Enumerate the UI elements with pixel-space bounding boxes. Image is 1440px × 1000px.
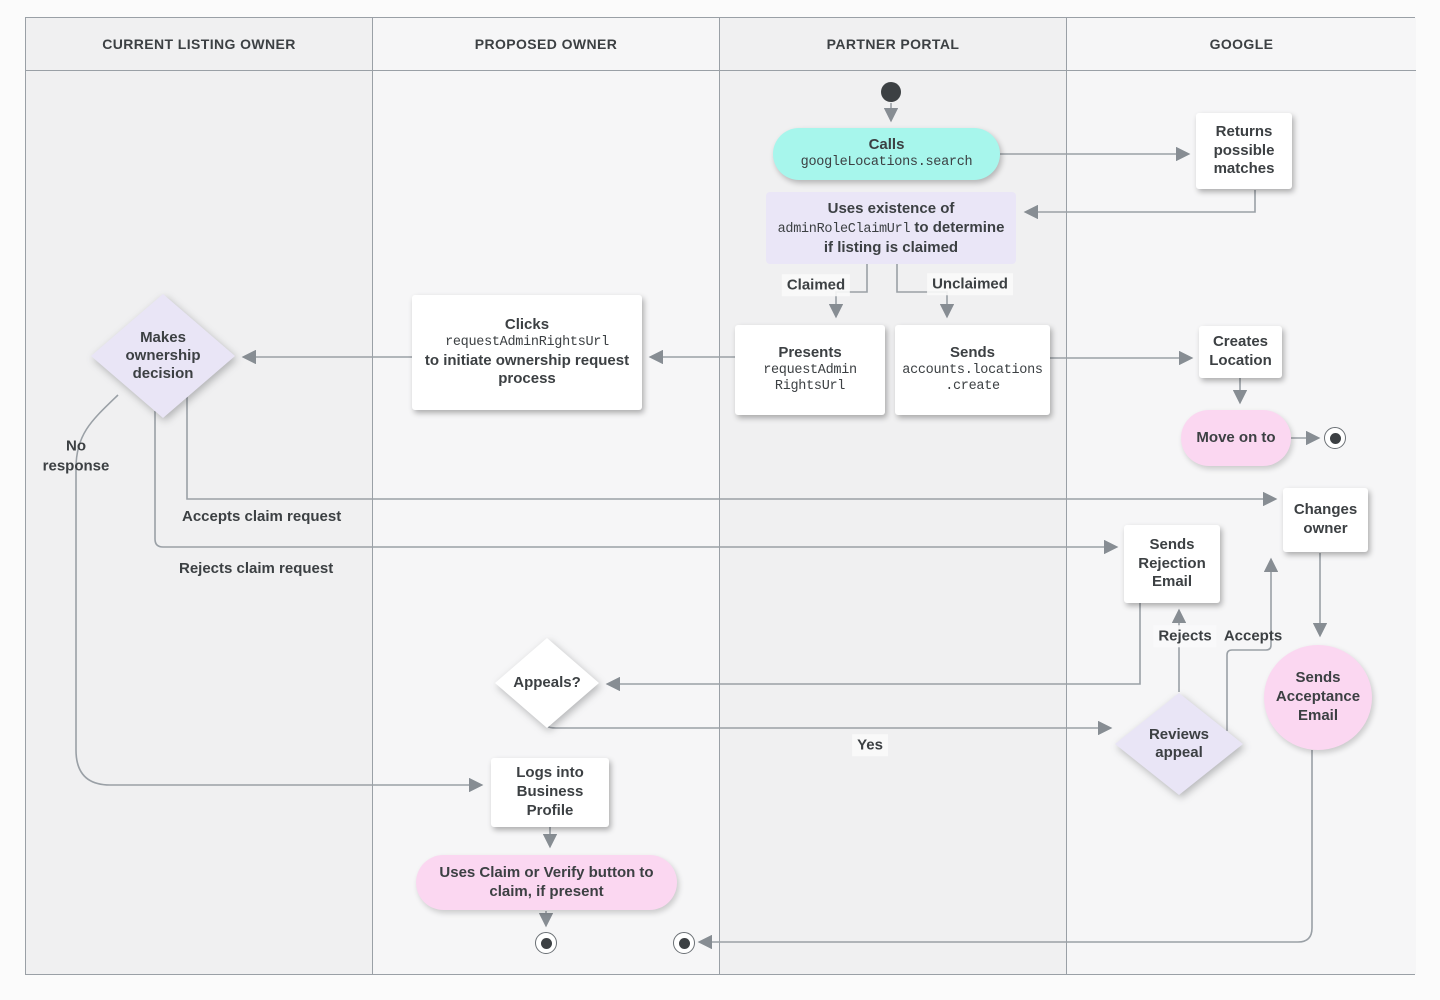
end-node-move-on (1324, 427, 1346, 449)
edge-label-accepts-claim-request: Accepts claim request (182, 508, 342, 525)
node-title: Presents (778, 343, 842, 361)
edge-returns-to-uses-existence (1023, 190, 1256, 220)
node-code: requestAdminRightsUrl (445, 334, 609, 350)
node-creates-location: Creates Location (1199, 326, 1282, 378)
end-node-dot (540, 937, 552, 949)
node-presents-request-admin-rights-url: Presents requestAdmin RightsUrl (735, 325, 885, 415)
node-returns-possible-matches: Returns possible matches (1196, 113, 1292, 189)
node-label: Returns possible matches (1213, 122, 1275, 178)
end-node-claim (535, 932, 557, 954)
edge-reviews-accepts (1226, 557, 1279, 731)
lane-header-proposed-owner: PROPOSED OWNER (373, 18, 719, 71)
edge-no-response (75, 394, 484, 793)
node-code-line2: .create (945, 379, 1000, 395)
node-appeals: Appeals? (495, 638, 599, 728)
node-sends-acceptance-email: Sends Acceptance Email (1264, 645, 1372, 750)
lane-header-google: GOOGLE (1067, 18, 1416, 71)
node-sends-rejection-email: Sends Rejection Email (1124, 525, 1220, 603)
node-label: Appeals? (513, 674, 581, 691)
node-makes-ownership-decision: Makes ownership decision (91, 294, 235, 418)
edge-label-claimed: Claimed (781, 274, 851, 296)
node-reviews-appeal: Reviews appeal (1115, 693, 1243, 795)
node-move-on-to: Move on to (1181, 410, 1291, 466)
edge-unclaimed-branch (896, 264, 955, 319)
node-text-prefix: Uses existence of (827, 200, 955, 217)
edge-rejects-claim-request (154, 411, 1119, 555)
node-label: Uses Claim or Verify button to claim, if… (439, 863, 654, 900)
node-code-line1: requestAdmin (763, 362, 857, 378)
node-title: Sends (949, 343, 995, 361)
node-code: googleLocations.search (800, 154, 973, 170)
end-node-acceptance (673, 932, 695, 954)
node-label: Move on to (1196, 428, 1276, 446)
node-code: adminRoleClaimUrl (777, 221, 911, 237)
node-label: Changes owner (1293, 501, 1358, 537)
edge-label-rejects-claim-request: Rejects claim request (179, 560, 334, 577)
node-clicks-request-admin-rights-url: Clicks requestAdminRightsUrl to initiate… (412, 295, 642, 410)
node-label: Sends Acceptance Email (1275, 669, 1361, 724)
edge-acceptance-to-end (697, 750, 1313, 950)
node-calls-google-locations-search: Calls googleLocations.search (773, 128, 1000, 180)
node-text-suffix: to determine if listing is claimed (823, 218, 1005, 256)
edge-label-yes: Yes (852, 734, 888, 756)
edge-label-rejects: Rejects (1153, 625, 1217, 647)
edge-label-no-response: No response (42, 437, 110, 475)
node-label: Creates Location (1209, 333, 1272, 369)
node-text-suffix: to initiate ownership request process (424, 351, 630, 388)
edge-rejection-to-appeals (605, 603, 1141, 692)
lane-header-current-listing-owner: CURRENT LISTING OWNER (26, 18, 372, 71)
node-label: Sends Rejection Email (1138, 535, 1206, 591)
start-node (881, 82, 901, 102)
node-label: Logs into Business Profile (516, 764, 584, 819)
edge-label-accepts: Accepts (1223, 627, 1283, 645)
edge-accepts-claim-request (186, 397, 1278, 507)
node-logs-into-business-profile: Logs into Business Profile (491, 758, 609, 827)
end-node-dot (1329, 432, 1341, 444)
edge-label-unclaimed: Unclaimed (927, 273, 1013, 295)
node-uses-existence-admin-role-claim-url: Uses existence of adminRoleClaimUrl to d… (766, 192, 1016, 264)
node-code-line1: accounts.locations (902, 362, 1043, 378)
node-label: Reviews appeal (1148, 726, 1210, 761)
lane-header-partner-portal: PARTNER PORTAL (720, 18, 1066, 71)
node-changes-owner: Changes owner (1283, 488, 1368, 552)
lane-current-listing-owner: CURRENT LISTING OWNER (26, 18, 373, 974)
edge-claimed-branch (828, 264, 868, 319)
edge-appeals-yes (546, 720, 1113, 736)
node-label: Makes ownership decision (125, 329, 201, 382)
node-uses-claim-or-verify: Uses Claim or Verify button to claim, if… (416, 855, 677, 910)
node-title: Clicks (504, 315, 550, 333)
node-sends-accounts-locations-create: Sends accounts.locations .create (895, 325, 1050, 415)
node-title: Calls (868, 136, 905, 154)
end-node-dot (678, 937, 690, 949)
node-code-line2: RightsUrl (774, 379, 846, 395)
